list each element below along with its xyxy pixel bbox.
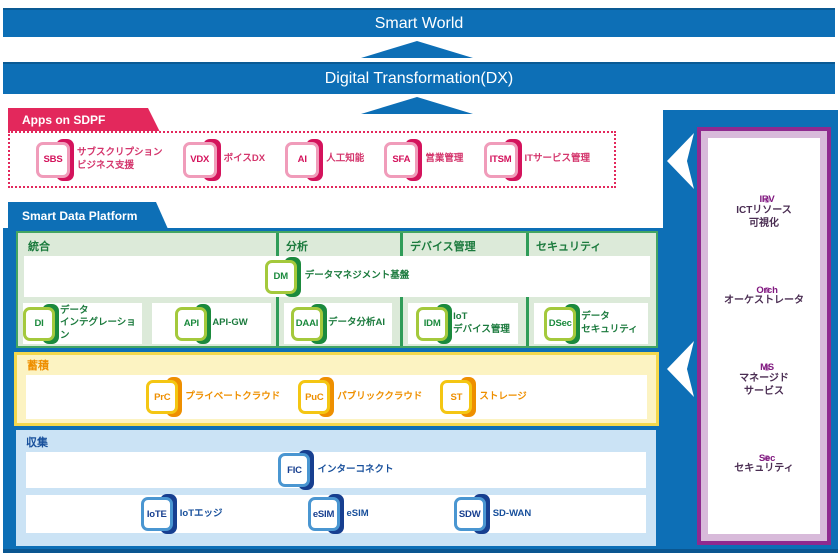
column-header-integration: 統合 [28,241,50,253]
arrow-up-icon [361,97,473,114]
column-header-device-mgmt: デバイス管理 [410,241,476,253]
security-column: DSec データ セキュリティ [526,301,656,346]
fic-icon: FIC [278,450,315,490]
api-icon: API [175,303,212,344]
iote-icon: IoTE [140,494,177,534]
idm-icon: IDM [416,303,453,344]
di-icon: DI [23,303,59,344]
app-item-label: 営業管理 [425,153,464,165]
service-di: DI データ インテグレーション [23,303,142,344]
service-idm: IDM IoT デバイス管理 [408,303,518,344]
app-item-label: ITサービス管理 [524,153,590,165]
prc-icon: PrC [146,377,183,417]
service-puc: PuC パブリッククラウド [298,377,422,417]
service-esim: eSIM eSIM [307,494,369,534]
storage-header: 蓄積 [27,360,49,372]
daai-icon: DAAI [290,303,327,344]
esim-icon: eSIM [307,494,344,534]
column-header-analytics: 分析 [286,241,308,253]
device-mgmt-column: IDM IoT デバイス管理 [400,301,526,346]
apps-on-sdpf-title: Apps on SDPF [22,113,106,127]
sdw-icon: SDW [453,494,490,534]
banner-smart-world: Smart World [3,8,835,37]
dm-icon: DM [264,256,301,297]
itsm-icon: ITSM [483,138,522,181]
apps-on-sdpf-tab: Apps on SDPF [8,108,160,132]
storage-row: PrC プライベートクラウド PuC パブリッククラウド ST ストレージ [26,375,647,419]
dm-label: データマネジメント基盤 [304,270,410,282]
banner-dx-label: Digital Transformation(DX) [324,70,514,87]
vdx-icon: VDX [182,138,221,181]
service-irv: IRV ICTリソース 可視化 [736,194,792,229]
sbs-icon: SBS [36,138,74,181]
collection-section: 収集 FIC インターコネクト IoTE IoTエッジ eSIM eSIM SD… [16,430,656,546]
app-item-vdx: VDX ボイスDX [182,138,266,181]
app-item-sbs: SBS サブスクリプション ビジネス支援 [36,138,163,181]
collection-row: IoTE IoTエッジ eSIM eSIM SDW SD-WAN [26,494,646,534]
app-item-itsm: ITSM ITサービス管理 [483,138,590,181]
data-management-row: DM データマネジメント基盤 [24,256,650,297]
service-sec: Sec セキュリティ [734,452,794,475]
banner-smart-world-label: Smart World [374,14,464,32]
service-iote: IoTE IoTエッジ [140,494,223,534]
dsec-icon: DSec [544,303,581,344]
analytics-column: DAAI データ分析AI [276,301,400,346]
service-sdw: SDW SD-WAN [453,494,531,534]
app-item-ai: AI 人工知能 [285,138,365,181]
storage-section: 蓄積 PrC プライベートクラウド PuC パブリッククラウド ST ストレージ [14,352,659,426]
arrow-up-icon [361,41,473,58]
ai-icon: AI [285,138,324,181]
integration-column: DI データ インテグレーション API API-GW [18,301,276,346]
functions-header-row: 統合 分析 デバイス管理 セキュリティ [18,233,656,256]
interconnect-row: FIC インターコネクト [26,450,646,490]
service-ms: MS マネージド サービス [739,362,789,397]
cross-services-panel: IRV ICTリソース 可視化 Orch オーケストレータ MS マネージド サ… [697,127,831,545]
app-item-label: 人工知能 [326,153,365,165]
sfa-icon: SFA [384,138,423,181]
service-dsec: DSec データ セキュリティ [534,303,648,344]
service-fic: FIC インターコネクト [278,450,394,490]
service-orch: Orch オーケストレータ [724,284,804,307]
app-item-sfa: SFA 営業管理 [384,138,464,181]
app-item-label: ボイスDX [223,153,266,165]
functions-items-row: DI データ インテグレーション API API-GW DAAI データ分析AI… [18,301,656,346]
smart-data-platform-title: Smart Data Platform [22,208,138,223]
functions-section: 統合 分析 デバイス管理 セキュリティ DM データマネジメント基盤 DI デー… [16,231,658,348]
st-icon: ST [440,377,477,417]
service-api: API API-GW [152,303,271,344]
service-prc: PrC プライベートクラウド [146,377,280,417]
service-st: ST ストレージ [440,377,527,417]
service-daai: DAAI データ分析AI [284,303,392,344]
banner-dx: Digital Transformation(DX) [3,62,835,94]
collection-header: 収集 [26,437,48,449]
column-header-security: セキュリティ [536,241,602,253]
puc-icon: PuC [298,377,335,417]
smart-data-platform-tab: Smart Data Platform [8,202,168,229]
app-item-label: サブスクリプション ビジネス支援 [77,147,163,171]
apps-on-sdpf-panel: SBS サブスクリプション ビジネス支援 VDX ボイスDX AI 人工知能 S… [8,131,616,188]
